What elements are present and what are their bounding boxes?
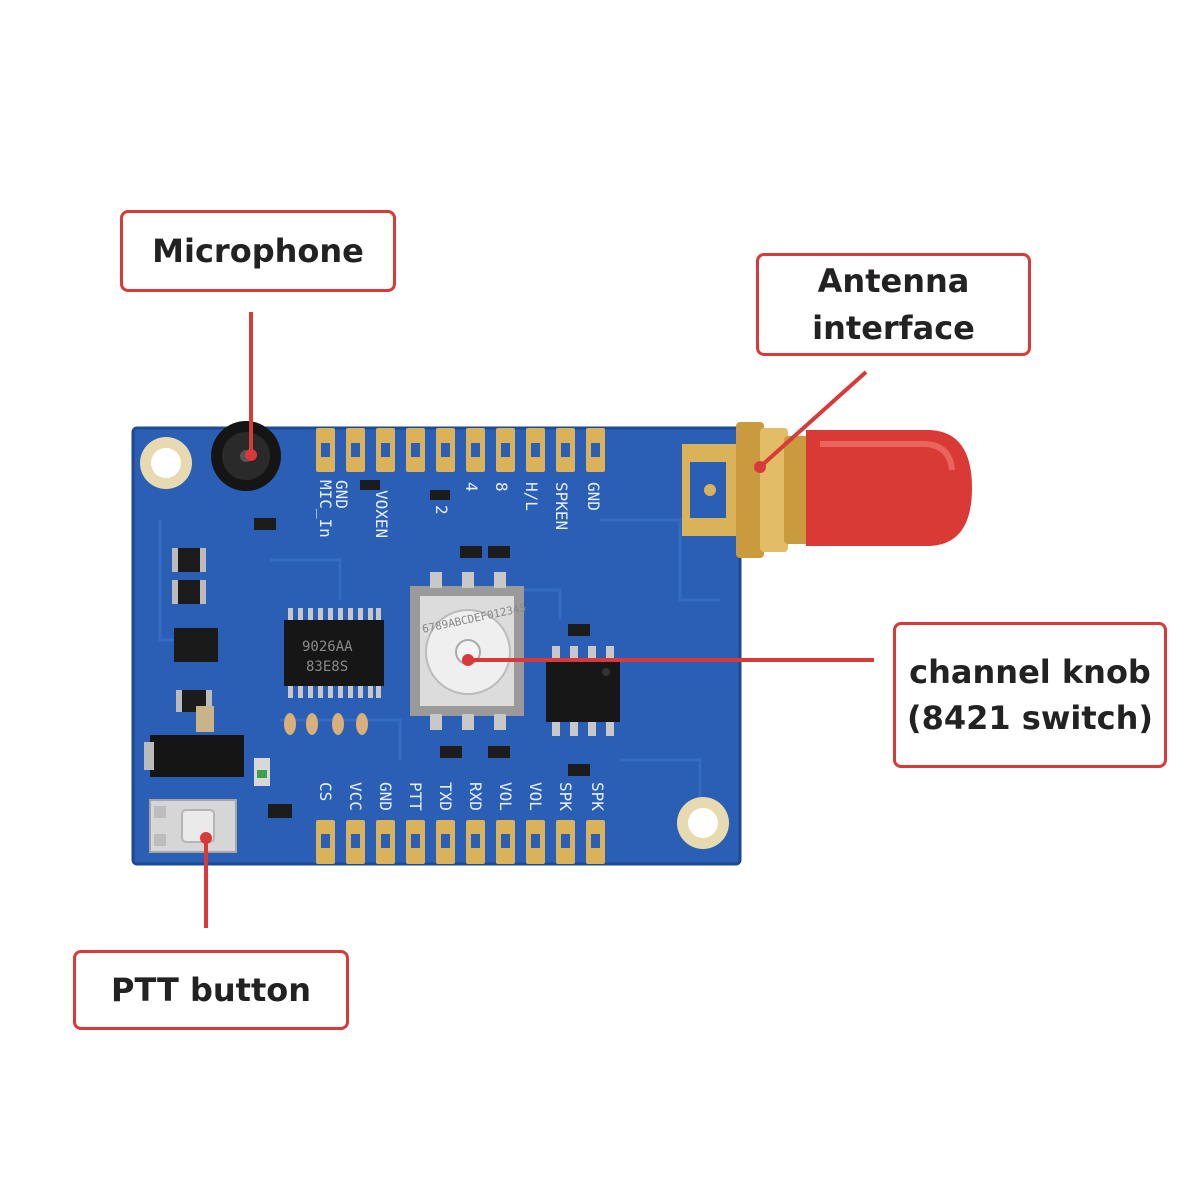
callout-channel-line-1: channel knob [909, 652, 1151, 691]
pin-label-gnd-1: GND [332, 480, 351, 509]
pcb-shade [131, 426, 742, 866]
callout-channel-knob: channel knob (8421 switch) [893, 622, 1167, 768]
pin-label-cs: CS [316, 782, 335, 801]
leader-lines [204, 312, 874, 928]
pin-label-2: 2 [432, 505, 451, 515]
pin-label-spken: SPKEN [552, 482, 571, 530]
pin-label-vcc: VCC [346, 782, 365, 811]
pin-label-8: 8 [492, 482, 511, 492]
mounting-hole-top-left [140, 437, 192, 489]
chip-marking-2: 83E8S [306, 659, 348, 675]
callout-ptt-text: PTT button [110, 970, 312, 1009]
leader-dots [200, 449, 766, 844]
pin-label-h-l: H/L [522, 482, 541, 511]
pin-label-gnd-2: GND [584, 482, 603, 511]
pin-label-gnd-3: GND [376, 782, 395, 811]
voltage-regulator [144, 735, 244, 777]
pin-label-4: 4 [462, 482, 481, 492]
callout-antenna-line-2: interface [812, 308, 975, 347]
top-pin-labels: MIC_In GND VOXEN 2 4 8 H/L SPKEN GND [316, 480, 603, 538]
amplifier-ic [546, 646, 620, 736]
pin-label-spk-1: SPK [556, 782, 575, 811]
callout-antenna-interface: Antenna interface [756, 253, 1031, 356]
pin-label-txd: TXD [436, 782, 455, 811]
top-pin-holes [321, 443, 600, 457]
callout-antenna-line-1: Antenna [817, 262, 970, 301]
pin-label-rxd: RXD [466, 782, 485, 811]
pin-label-ptt: PTT [406, 782, 425, 811]
antenna-connector [682, 422, 972, 558]
callout-channel-line-2: (8421 switch) [906, 699, 1154, 737]
chip-marking-1: 9026AA [302, 639, 353, 655]
main-ic: 9026AA 83E8S [284, 608, 384, 698]
leader-antenna [758, 370, 868, 469]
pin-label-spk-2: SPK [588, 782, 607, 811]
pin-label-voxen: VOXEN [372, 490, 391, 538]
channel-switch: 6789ABCDEF012345 [410, 572, 527, 730]
bottom-pin-holes [321, 834, 600, 848]
ptt-button [149, 799, 237, 853]
pin-label-vol-2: VOL [526, 782, 545, 811]
callout-microphone: Microphone [120, 210, 396, 292]
callout-ptt-button: PTT button [73, 950, 349, 1030]
top-pin-row [316, 428, 605, 472]
pin-label-vol-1: VOL [496, 782, 515, 811]
smd-components [172, 480, 590, 818]
pin-label-mic-in: MIC_In [316, 480, 335, 538]
bottom-pin-labels: CS VCC GND PTT TXD RXD VOL VOL SPK SPK [316, 782, 607, 811]
mounting-hole-bottom-right [677, 797, 729, 849]
callout-microphone-text: Microphone [152, 231, 364, 270]
